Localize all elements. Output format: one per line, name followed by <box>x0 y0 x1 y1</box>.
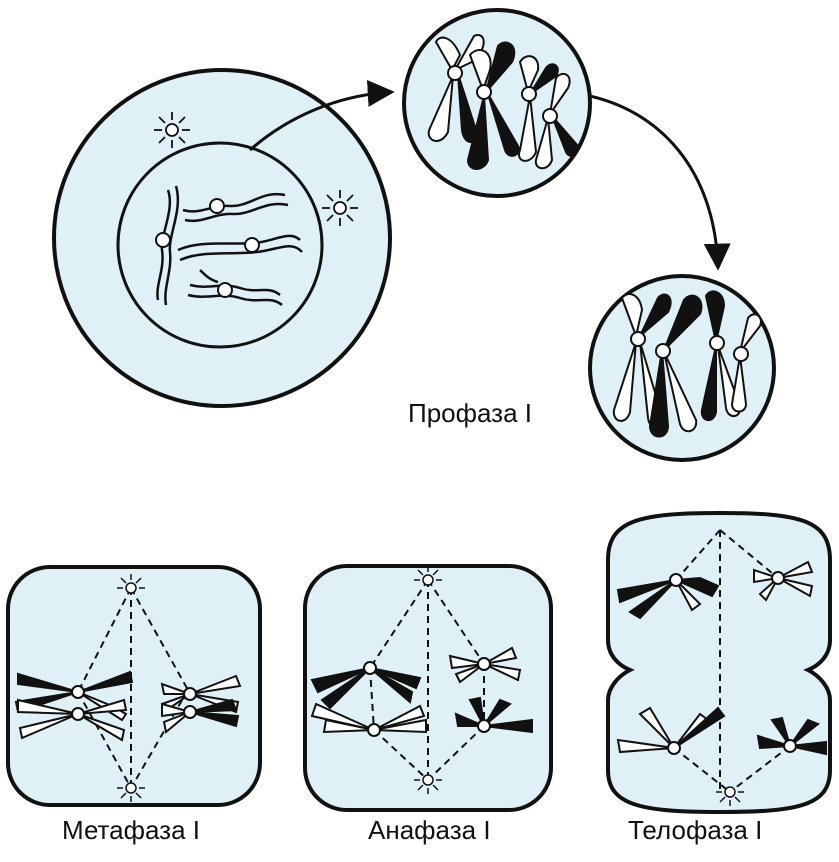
telophase-cell <box>608 513 830 812</box>
anaphase-label: Анафаза I <box>368 815 491 846</box>
centromere <box>156 233 170 247</box>
telophase-label: Телофаза I <box>628 815 762 846</box>
arrow-to-crossing-over <box>585 95 718 268</box>
centrosome-icon <box>322 190 358 226</box>
nucleus <box>118 143 322 347</box>
metaphase-label: Метафаза I <box>62 815 200 846</box>
synapsis-circle <box>404 10 590 196</box>
centromere <box>210 199 224 213</box>
anaphase-cell <box>305 566 551 810</box>
metaphase-cell <box>8 567 260 805</box>
prophase-label: Профаза I <box>408 398 532 429</box>
prophase-cell <box>54 70 390 406</box>
crossing-over-circle <box>590 276 774 460</box>
centromere <box>245 238 259 252</box>
centromere <box>218 283 232 297</box>
centrosome-icon <box>154 112 190 148</box>
